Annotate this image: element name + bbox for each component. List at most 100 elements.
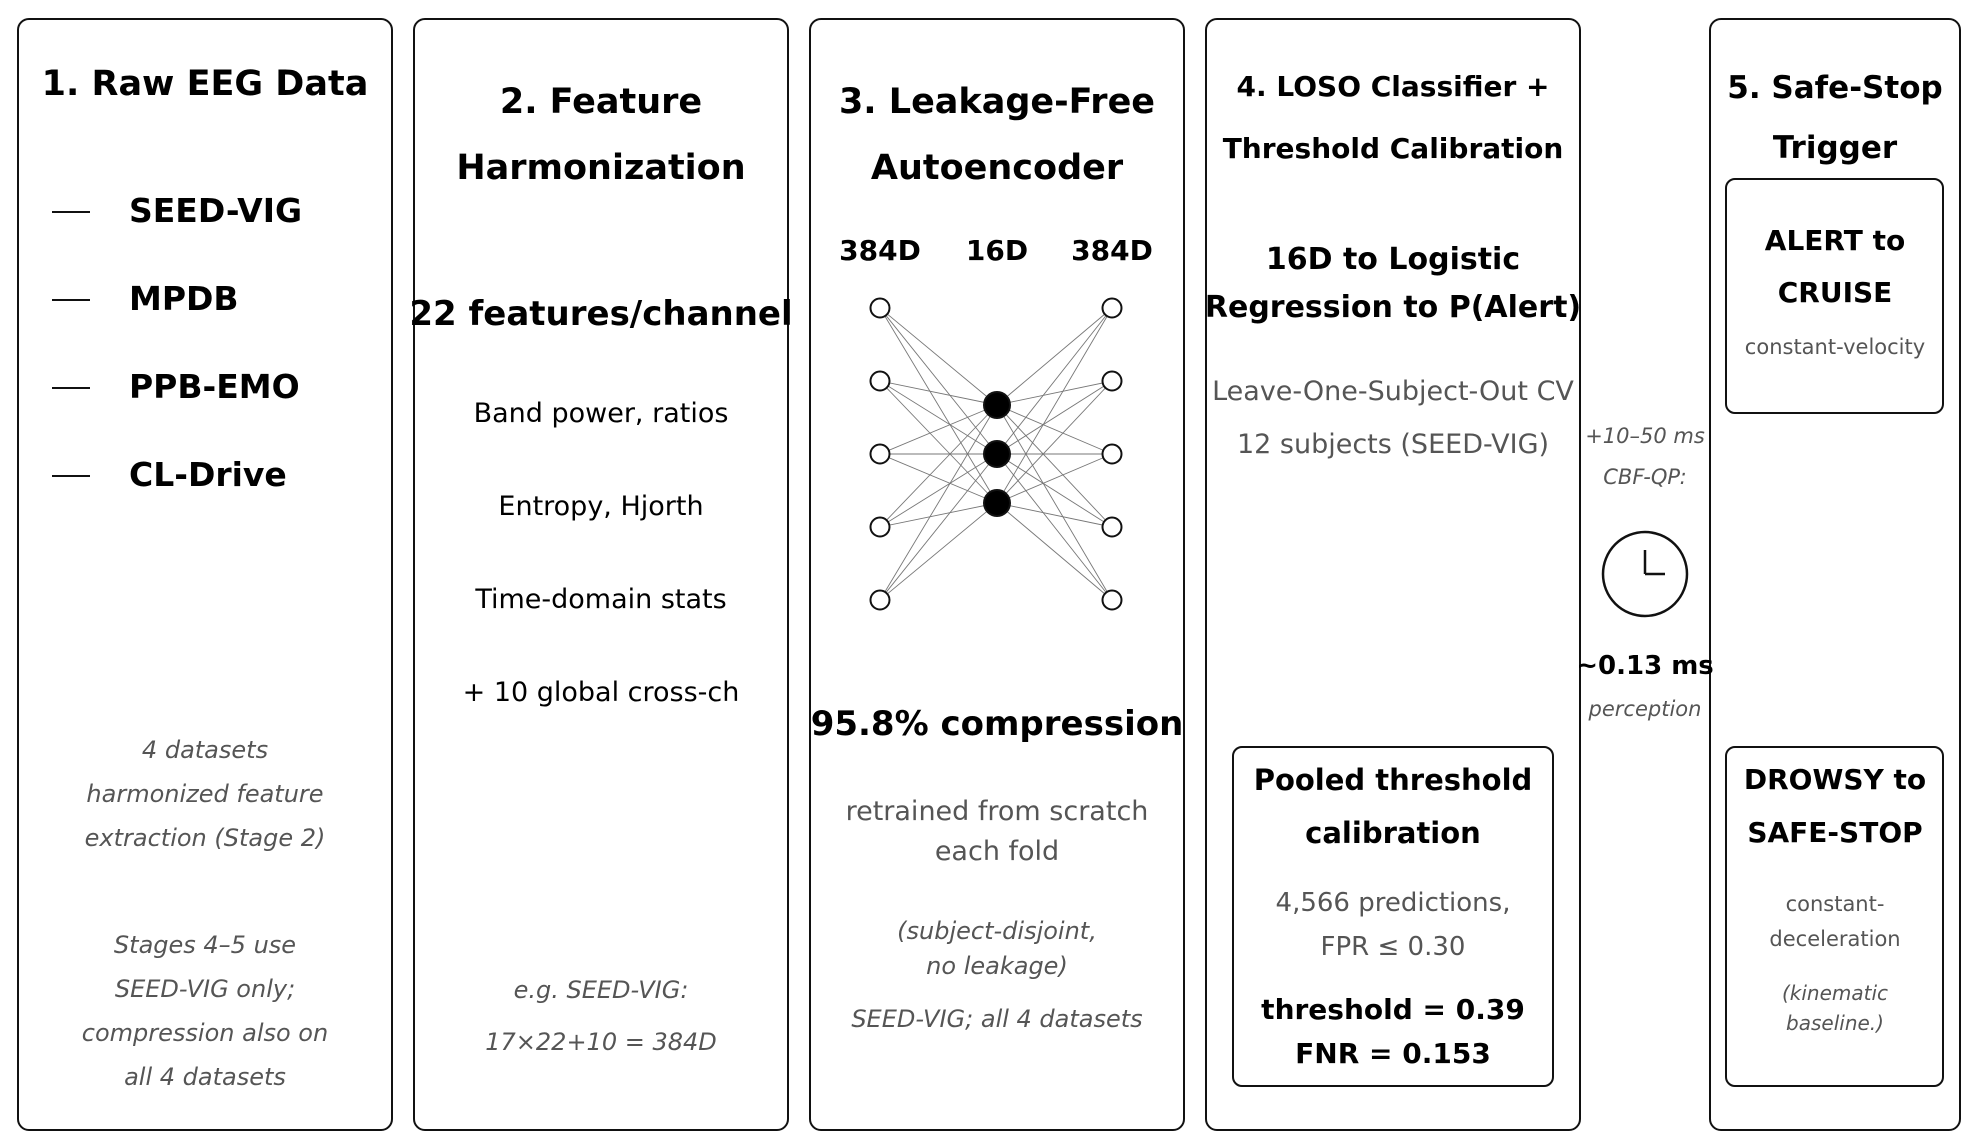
drowsy-box-sub: constant- (1785, 892, 1885, 916)
network-edge (996, 380, 1113, 406)
model-line: 16D to Logistic (1265, 242, 1521, 277)
autoencoder-scope: SEED-VIG; all 4 datasets (851, 1005, 1143, 1033)
cv-line: 12 subjects (SEED-VIG) (1236, 429, 1550, 460)
network-edge (996, 307, 1113, 455)
panel-feature-harmonization (413, 18, 789, 1131)
drowsy-box-title-line: DROWSY to (1743, 763, 1927, 796)
panel3-title-line: Autoencoder (870, 148, 1124, 188)
feature-item: Time-domain stats (475, 584, 727, 615)
network-edge (879, 380, 998, 504)
panel1-title: 1. Raw EEG Data (41, 64, 369, 104)
panel2-title-line: Harmonization (456, 148, 746, 188)
network-edge (996, 307, 1113, 406)
disjoint-line: (subject-disjoint, (897, 917, 1097, 945)
panel1-scope-line: compression also on (81, 1019, 329, 1047)
dataset-dash (52, 299, 90, 301)
network-edge (879, 404, 998, 601)
network-edge (996, 502, 1113, 528)
layer-label-bottleneck: 16D (965, 234, 1029, 267)
cbf-timing-line: +10–50 ms (1585, 424, 1705, 448)
network-edge (879, 307, 998, 406)
fnr-value: FNR = 0.153 (1295, 1037, 1491, 1070)
network-edge (879, 502, 998, 601)
calibration-title-line: calibration (1305, 816, 1481, 850)
calibration-detail: FPR ≤ 0.30 (1320, 932, 1466, 962)
calibration-box (1232, 746, 1554, 1087)
drowsy-box-sub: deceleration (1769, 927, 1901, 951)
input-node (869, 516, 891, 538)
dataset-dash (52, 211, 90, 213)
panel4-title-line: Threshold Calibration (1222, 132, 1564, 165)
output-node (1101, 589, 1123, 611)
panel1-scope-line: Stages 4–5 use (113, 931, 297, 959)
alert-cruise-box (1725, 178, 1944, 414)
output-node (1101, 443, 1123, 465)
input-node (869, 297, 891, 319)
panel5-title-line: Trigger (1772, 130, 1898, 166)
panel1-note-line: extraction (Stage 2) (84, 824, 326, 852)
model-line: Regression to P(Alert) (1204, 290, 1582, 325)
dataset-dash (52, 387, 90, 389)
network-edge (879, 404, 998, 455)
input-node (869, 370, 891, 392)
network-edge (996, 453, 1113, 601)
cv-line: Leave-One-Subject-Out CV (1212, 376, 1574, 407)
output-node (1101, 516, 1123, 538)
panel1-note-line: harmonized feature (86, 780, 324, 808)
retrain-line: each fold (934, 836, 1060, 867)
bottleneck-node (983, 391, 1011, 419)
network-edge (996, 380, 1113, 455)
network-edge (996, 380, 1113, 504)
perception-time: ~0.13 ms (1576, 651, 1714, 681)
drowsy-box-title-line: SAFE-STOP (1747, 816, 1923, 849)
network-edge (879, 453, 998, 528)
dataset-item: CL-Drive (129, 455, 287, 494)
panel3-title-line: 3. Leakage-Free (838, 82, 1156, 122)
cbf-timing-line: CBF-QP: (1603, 465, 1687, 489)
network-edge (879, 502, 998, 528)
layer-label-input: 384D (839, 234, 921, 267)
feature-item: Band power, ratios (473, 398, 729, 429)
network-edge (879, 453, 998, 601)
network-edge (996, 453, 1113, 504)
panel-safe-stop (1709, 18, 1961, 1131)
threshold-value: threshold = 0.39 (1261, 993, 1525, 1026)
drowsy-box-note: (kinematic (1781, 981, 1889, 1005)
network-edge (879, 404, 998, 528)
network-edge (996, 404, 1113, 601)
feature-item: + 10 global cross-ch (462, 677, 740, 708)
perception-label: perception (1588, 697, 1702, 721)
alert-box-title-line: ALERT to (1764, 224, 1906, 257)
bottleneck-node (983, 489, 1011, 517)
drowsy-safestop-box (1725, 746, 1944, 1087)
panel4-title-line: 4. LOSO Classifier + (1236, 70, 1550, 103)
network-edge (996, 453, 1113, 528)
network-edge (996, 404, 1113, 528)
dataset-item: MPDB (129, 279, 239, 318)
compression-rate: 95.8% compression (810, 704, 1184, 744)
calibration-title-line: Pooled threshold (1253, 763, 1533, 797)
panel2-title-line: 2. Feature (499, 82, 703, 122)
panel-autoencoder (809, 18, 1185, 1131)
network-edge (996, 502, 1113, 601)
network-edge (879, 380, 998, 406)
disjoint-line: no leakage) (926, 952, 1068, 980)
network-edge (879, 307, 998, 504)
bottleneck-node (983, 440, 1011, 468)
panel5-title-line: 5. Safe-Stop (1727, 70, 1943, 106)
network-edge (996, 307, 1113, 504)
alert-box-sub: constant-velocity (1744, 335, 1926, 359)
panel-raw-eeg (17, 18, 393, 1131)
feature-item: Entropy, Hjorth (498, 491, 704, 522)
output-node (1101, 297, 1123, 319)
dataset-item: PPB-EMO (129, 367, 300, 406)
example-line: e.g. SEED-VIG: (513, 976, 689, 1004)
dataset-dash (52, 475, 90, 477)
network-edge (879, 453, 998, 504)
retrain-line: retrained from scratch (845, 796, 1149, 827)
network-edge (879, 307, 998, 455)
input-node (869, 443, 891, 465)
example-line: 17×22+10 = 384D (485, 1028, 717, 1056)
